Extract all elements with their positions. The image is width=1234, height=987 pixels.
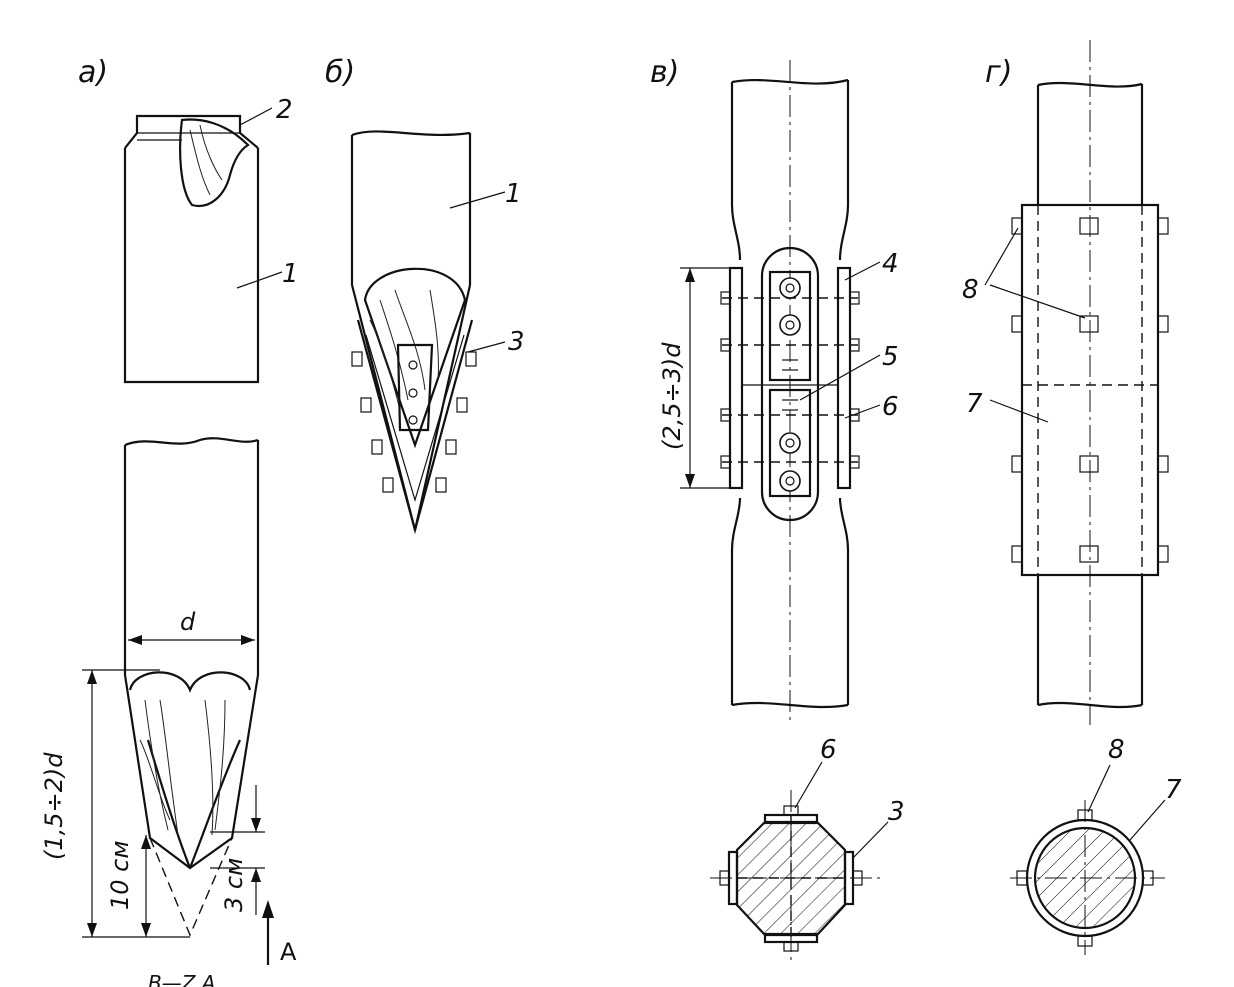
dimension-tip: (1,5÷2)d 10 см 3 см A [40, 669, 297, 966]
callout-4: 4 [882, 249, 899, 279]
panel-label-b: б) [325, 55, 355, 90]
dim-tip-length: (1,5÷2)d [40, 752, 68, 860]
callout-6-section: 6 [820, 735, 837, 765]
callout-1b: 1 [505, 179, 522, 209]
dim-10cm: 10 см [106, 841, 134, 910]
pile-head [123, 114, 260, 384]
panel-v: в) [650, 55, 905, 960]
panel-label-a: а) [78, 55, 108, 90]
section-g: 8 7 [1010, 735, 1182, 955]
panel-a: а) d [40, 55, 299, 987]
callout-1a: 1 [282, 259, 299, 289]
callout-8: 8 [962, 275, 979, 305]
caption-fragment: В—Z А [148, 971, 215, 987]
dim-d-label: d [180, 608, 196, 636]
panel-label-v: в) [650, 55, 679, 90]
callout-5: 5 [882, 342, 899, 372]
callout-7-section: 7 [1165, 775, 1182, 805]
panel-label-g: г) [985, 55, 1012, 90]
panel-g: г) 8 7 [962, 40, 1182, 955]
callout-3-section: 3 [888, 797, 905, 827]
view-arrow-a: A [280, 938, 297, 966]
section-v: 6 3 [710, 735, 905, 960]
panel-b: б) 1 3 [325, 55, 525, 535]
dim-3cm: 3 см [220, 858, 248, 912]
callout-3b: 3 [508, 327, 525, 357]
callout-6: 6 [882, 392, 899, 422]
callout-2: 2 [276, 95, 293, 125]
dim-joint-length: (2,5÷3)d [658, 342, 686, 450]
pile-tip [123, 437, 260, 937]
dimension-d: d [128, 608, 255, 645]
callout-8-section: 8 [1108, 735, 1125, 765]
callout-7: 7 [966, 389, 983, 419]
